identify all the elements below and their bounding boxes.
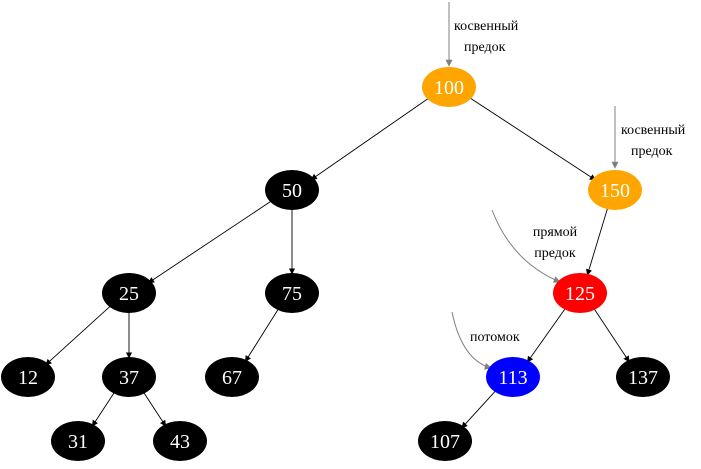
node-label: 12 xyxy=(18,367,38,389)
annotation-label: прямой xyxy=(533,225,578,240)
annotation-labels: косвенный предок косвенный предок прямой пред… xyxy=(454,19,686,345)
node-shape xyxy=(153,421,207,461)
node-shape xyxy=(486,357,540,397)
tree-node-107: 107 xyxy=(418,421,472,461)
node-label: 137 xyxy=(628,367,658,389)
tree-node-137: 137 xyxy=(616,357,670,397)
edge-75-67 xyxy=(244,308,280,363)
node-label: 150 xyxy=(600,180,630,202)
edge-125-113 xyxy=(526,307,567,363)
tree-edges xyxy=(45,96,630,429)
annotation-label: предок xyxy=(534,246,576,261)
node-label: 113 xyxy=(498,367,527,389)
node-shape xyxy=(102,357,156,397)
annotation-label: предок xyxy=(631,144,673,159)
tree-node-25: 25 xyxy=(102,273,156,313)
tree-node-50: 50 xyxy=(265,170,319,210)
node-label: 125 xyxy=(565,283,595,305)
annotation-label: потомок xyxy=(470,330,520,345)
node-shape xyxy=(1,357,55,397)
tree-node-75: 75 xyxy=(265,273,319,313)
edge-125-137 xyxy=(593,307,630,363)
tree-node-113: 113 xyxy=(486,357,540,397)
tree-node-37: 37 xyxy=(102,357,156,397)
node-label: 107 xyxy=(430,431,460,453)
node-shape xyxy=(553,273,607,313)
edge-100-150 xyxy=(468,96,597,181)
tree-node-100: 100 xyxy=(422,67,476,107)
tree-nodes: 100 50 150 25 75 125 12 37 67 113 137 31 43 107 xyxy=(1,67,670,461)
node-shape xyxy=(616,357,670,397)
annotation-arrows xyxy=(445,2,619,370)
edge-150-125 xyxy=(586,207,609,276)
node-label: 67 xyxy=(222,367,242,389)
node-label: 31 xyxy=(68,431,88,453)
edge-37-31 xyxy=(91,391,116,427)
annotation-arrow xyxy=(451,311,492,370)
tree-node-67: 67 xyxy=(205,357,259,397)
tree-node-150: 150 xyxy=(588,170,642,210)
node-shape xyxy=(418,421,472,461)
node-shape xyxy=(422,67,476,107)
annotation-label: косвенный xyxy=(621,123,686,138)
node-label: 43 xyxy=(170,431,190,453)
annotation-label: косвенный xyxy=(454,19,519,34)
edge-25-12 xyxy=(45,304,112,366)
tree-node-43: 43 xyxy=(153,421,207,461)
tree-node-31: 31 xyxy=(51,421,105,461)
node-label: 50 xyxy=(282,180,302,202)
node-label: 37 xyxy=(119,367,139,389)
node-label: 75 xyxy=(282,283,302,305)
node-shape xyxy=(265,273,319,313)
node-shape xyxy=(588,170,642,210)
edge-113-107 xyxy=(461,389,497,429)
node-label: 100 xyxy=(434,77,464,99)
node-shape xyxy=(51,421,105,461)
node-label: 25 xyxy=(119,283,139,305)
node-shape xyxy=(265,170,319,210)
tree-node-12: 12 xyxy=(1,357,55,397)
edge-37-43 xyxy=(142,391,167,427)
node-shape xyxy=(102,273,156,313)
node-shape xyxy=(205,357,259,397)
annotation-arrow xyxy=(491,209,561,283)
edge-100-50 xyxy=(310,97,431,180)
tree-node-125: 125 xyxy=(553,273,607,313)
edge-50-25 xyxy=(147,199,273,284)
annotation-label: предок xyxy=(464,40,506,55)
